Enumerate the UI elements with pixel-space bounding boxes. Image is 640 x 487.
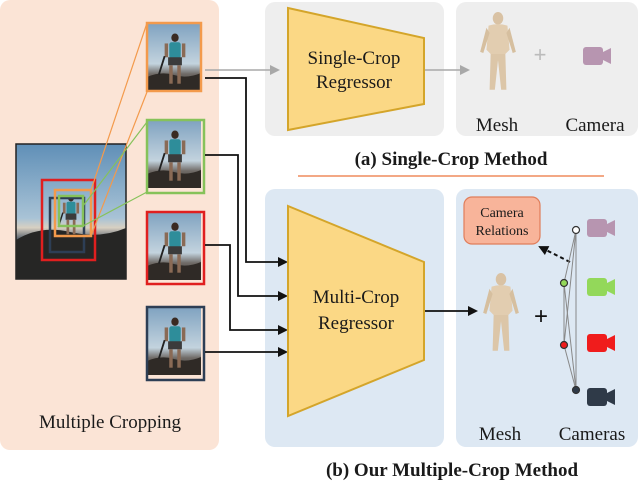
- multi-crop-arrow-orange: [205, 77, 288, 267]
- multi-crop-regressor: [287, 204, 425, 418]
- multi-crop-regressor-label-line2: Regressor: [318, 313, 395, 334]
- left-panel-label: Multiple Cropping: [39, 412, 181, 433]
- multi-crop-arrow-red: [205, 244, 288, 335]
- multi-crop-arrow-green: [205, 154, 288, 301]
- single-crop-camera-label: Camera: [565, 115, 625, 136]
- multi-crop-regressor-label-line1: Multi-Crop: [313, 287, 400, 308]
- green-connector: [82, 191, 148, 227]
- single-crop-regressor-label-line2: Regressor: [316, 72, 393, 93]
- camera-relations-label-line2: Relations: [476, 224, 529, 239]
- single-crop-caption: (a) Single-Crop Method: [355, 149, 548, 170]
- multi-crop-caption: (b) Our Multiple-Crop Method: [326, 460, 579, 481]
- crop-box-orange: [53, 188, 93, 238]
- multi-crop-cameras-label: Cameras: [559, 424, 625, 445]
- camera-relation-graph: [563, 229, 577, 391]
- crop-thumbnail-red: [145, 210, 206, 286]
- orange-connector: [90, 91, 148, 237]
- graph-node: [559, 340, 569, 350]
- multi-crop-mesh-label: Mesh: [479, 424, 522, 445]
- green-connector: [82, 121, 148, 207]
- plus-sign: +: [534, 42, 547, 67]
- single-crop-mesh-label: Mesh: [476, 115, 519, 136]
- graph-node: [571, 225, 581, 235]
- camera-relations-label-line1: Camera: [480, 206, 524, 221]
- crop-thumbnail-orange: [145, 21, 203, 93]
- crop-thumbnail-green: [145, 118, 206, 195]
- plus-sign: +: [534, 303, 548, 330]
- multi-crop-output-panel: [456, 189, 638, 447]
- relations-dashed-arrow: [538, 246, 571, 263]
- graph-node: [571, 385, 581, 395]
- single-crop-regressor-label-line1: Single-Crop: [308, 48, 401, 69]
- source-image: [15, 143, 127, 280]
- single-crop-regressor: [287, 6, 425, 132]
- orange-connector: [90, 22, 148, 191]
- graph-node: [559, 278, 569, 288]
- crop-box-green: [57, 194, 85, 228]
- camera-relations-box: [463, 196, 541, 245]
- crop-thumbnail-navy: [145, 305, 206, 382]
